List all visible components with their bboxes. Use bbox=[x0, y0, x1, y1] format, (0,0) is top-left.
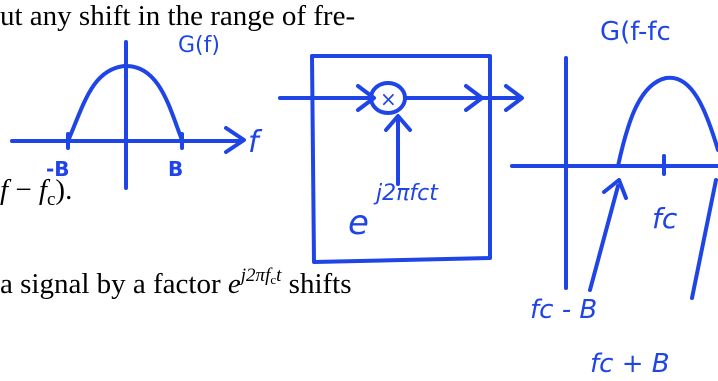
shifted-spectrum-label: G(f-fc bbox=[600, 17, 671, 47]
output-arrowhead-inner bbox=[464, 84, 484, 112]
input-arrowhead bbox=[356, 84, 376, 112]
line3-prefix: a signal by a factor bbox=[0, 268, 228, 300]
g-f-spectrum-curve bbox=[66, 63, 184, 143]
fc-symbol: f bbox=[38, 174, 47, 206]
pos-b-label: B bbox=[168, 157, 183, 181]
fc-minus-b-arrowhead bbox=[602, 178, 628, 200]
exponent: j2πfct bbox=[240, 265, 282, 287]
fc-plus-b-arrow bbox=[690, 178, 718, 300]
exponential-base: e bbox=[227, 268, 241, 300]
exponential-base-label: e bbox=[348, 203, 369, 243]
text-line-1: ut any shift in the range of fre- bbox=[0, 0, 356, 32]
g-f-label: G(f) bbox=[178, 33, 220, 58]
multiplier-symbol: × bbox=[380, 87, 397, 111]
fc-plus-b-label: fc + B bbox=[590, 349, 670, 379]
fc-label: fc bbox=[652, 202, 678, 235]
multiplier-box bbox=[310, 54, 492, 264]
fc-subscript: c bbox=[46, 189, 56, 210]
minus-sign: − bbox=[8, 174, 39, 206]
fc-minus-b-arrow bbox=[588, 184, 620, 292]
closing-paren: ). bbox=[55, 174, 73, 206]
output-arrowhead bbox=[504, 84, 524, 112]
text-line-3: a signal by a factor ej2πfct shifts bbox=[0, 266, 352, 300]
exponential-exponent-label: j2πfct bbox=[373, 181, 439, 206]
text-line-2: f − fc). bbox=[0, 174, 73, 210]
f-symbol: f bbox=[0, 174, 9, 206]
fc-minus-b-label: fc - B bbox=[530, 295, 597, 325]
shifted-spectrum-curve bbox=[616, 75, 718, 168]
neg-b-label: -B bbox=[46, 157, 70, 181]
exponential-arrowhead bbox=[384, 114, 412, 132]
f-axis-arrowhead bbox=[224, 126, 246, 154]
line3-suffix: shifts bbox=[281, 268, 352, 300]
f-axis-label: f bbox=[248, 125, 263, 160]
